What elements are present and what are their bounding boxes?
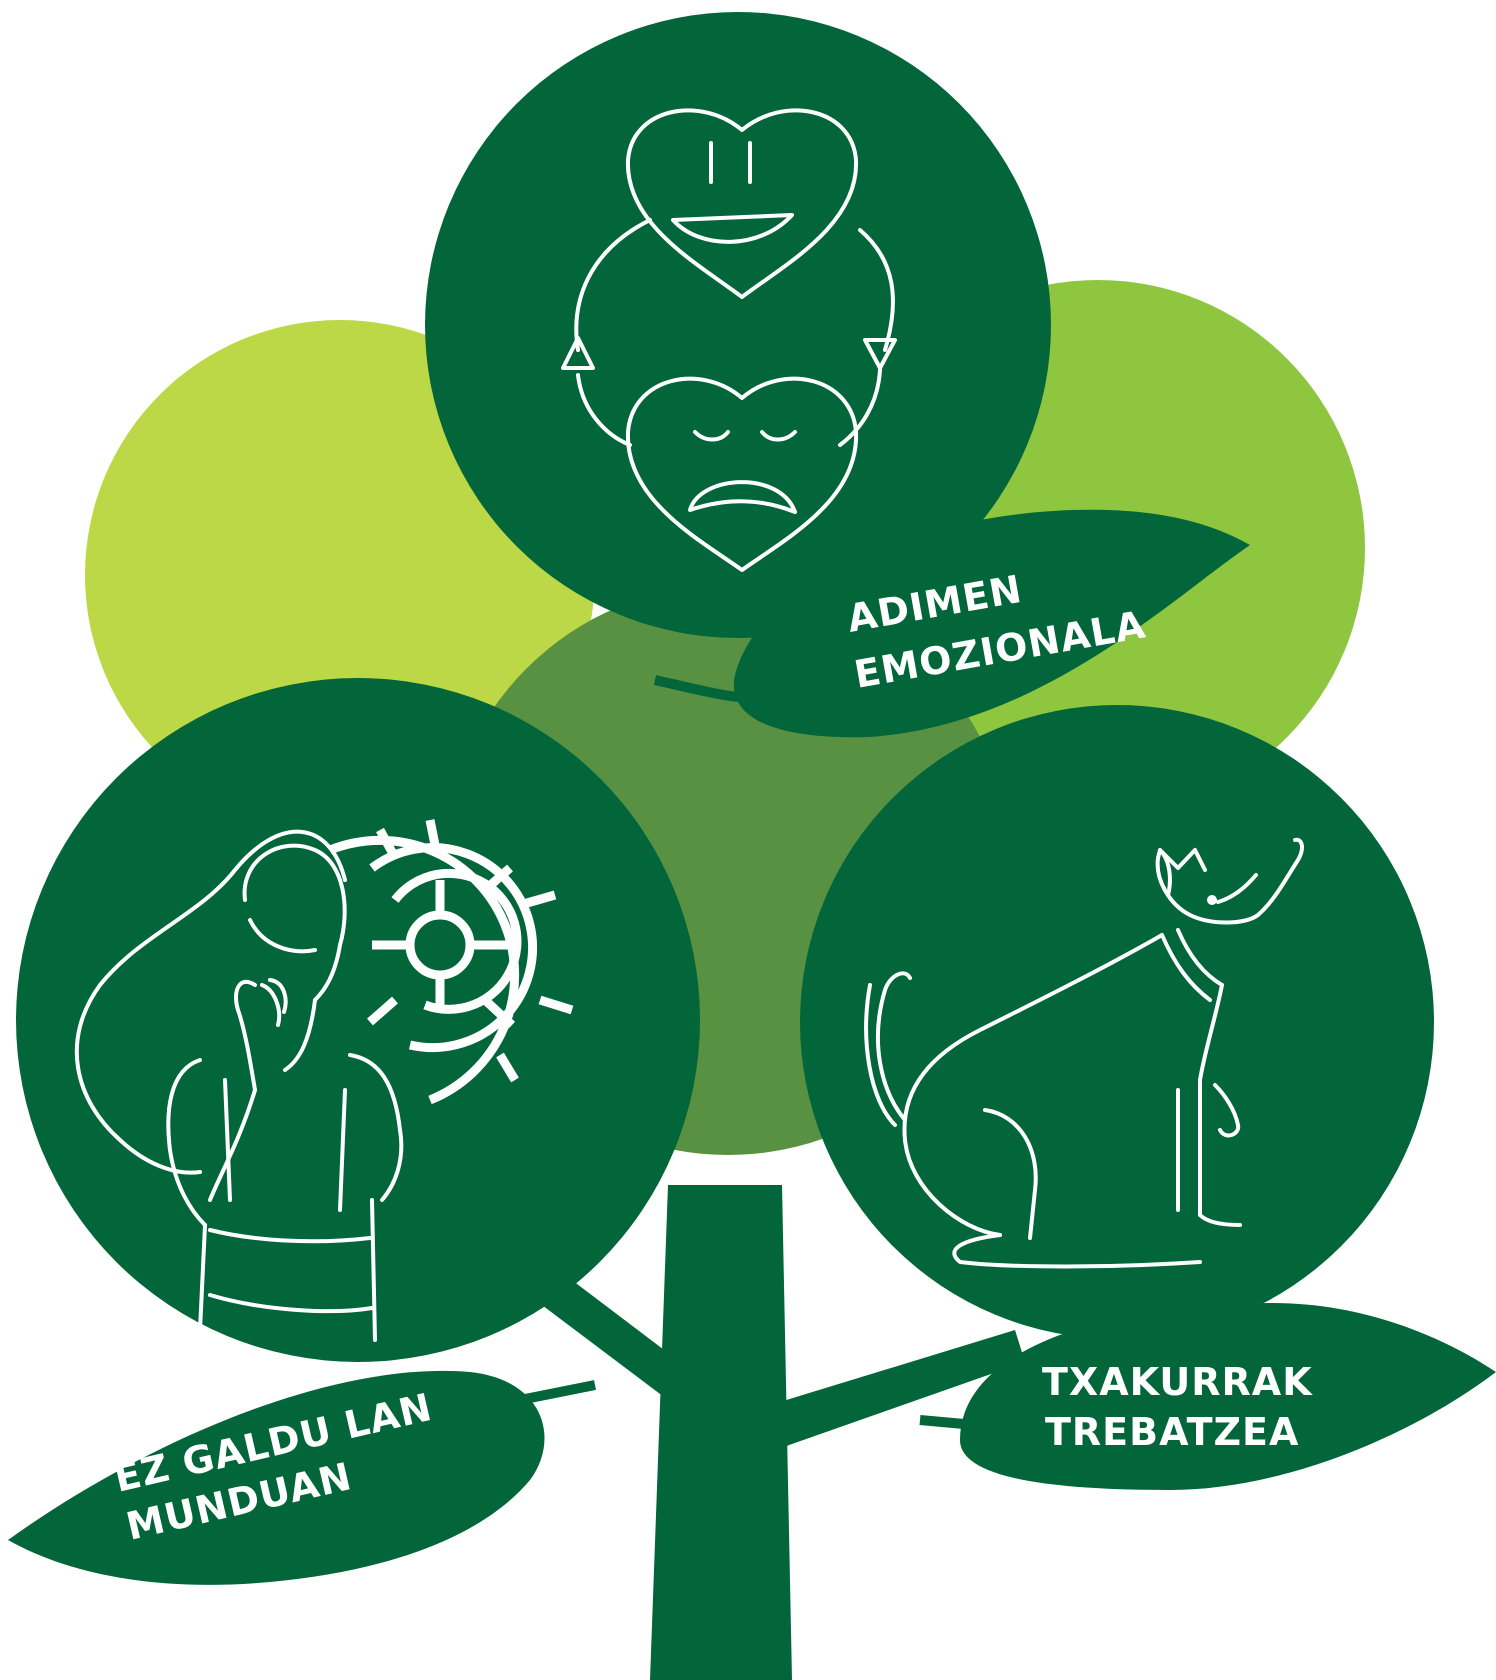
circle-dogs	[800, 705, 1434, 1339]
tree-trunk	[522, 1185, 1025, 1680]
leaf-stem-right	[919, 1415, 976, 1430]
leaf-bottom-right	[960, 1302, 1496, 1490]
label-dogs-line2: TREBATZEA	[1045, 1410, 1299, 1454]
leaf-stem-left	[519, 1380, 596, 1405]
circle-emotional	[425, 12, 1051, 638]
heart-emotion-cycle-icon	[561, 108, 897, 572]
woman-figure	[74, 829, 404, 1342]
sitting-dog-icon	[864, 837, 1304, 1269]
woman-maze-icon	[74, 819, 574, 1342]
leaf-bottom-left	[8, 1370, 545, 1585]
leaf-stem-top	[653, 675, 761, 703]
maze-icon	[328, 819, 574, 1105]
circle-work	[16, 678, 700, 1362]
label-dogs-line1: TXAKURRAK	[1042, 1360, 1313, 1404]
